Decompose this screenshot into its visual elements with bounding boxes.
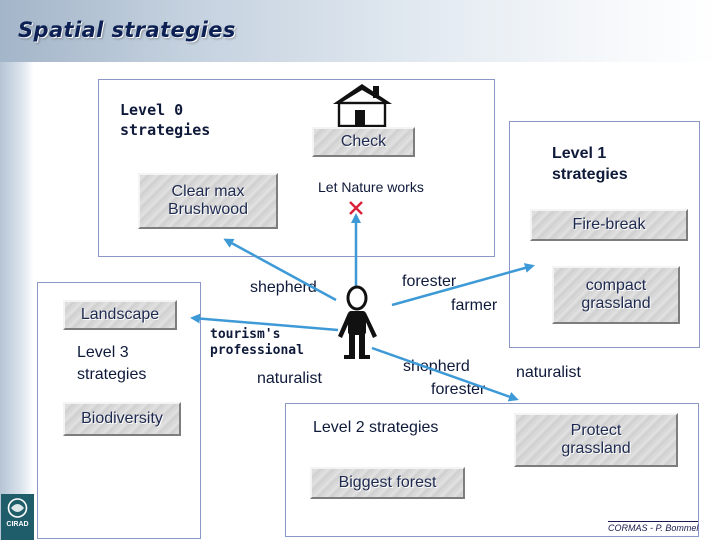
compact-grassland-button[interactable]: compact grassland (552, 266, 680, 324)
shepherd-top-label: shepherd (250, 279, 317, 296)
shepherd-bottom-label: shepherd (403, 358, 470, 375)
left-decor-strip (0, 62, 34, 540)
landscape-button[interactable]: Landscape (63, 300, 177, 330)
fire-break-button[interactable]: Fire-break (530, 209, 688, 241)
level2-frame (285, 403, 699, 537)
level1-frame (509, 121, 700, 348)
biodiversity-button[interactable]: Biodiversity (63, 402, 181, 436)
level1-naturalist-label: naturalist (516, 364, 581, 381)
naturalist-left-label: naturalist (257, 370, 322, 387)
person-icon (338, 285, 377, 359)
logo-emblem-icon (7, 498, 28, 518)
forester-bottom-label: forester (431, 381, 486, 398)
logo-text: CIRAD (6, 521, 29, 528)
level3-frame (37, 282, 201, 539)
protect-grassland-button[interactable]: Protect grassland (514, 413, 678, 467)
level1-label: Level 1 strategies (552, 145, 628, 183)
let-nature-label: Let Nature works (318, 179, 424, 195)
farmer-label: farmer (451, 297, 498, 314)
title-banner (0, 0, 720, 62)
clear-brushwood-button[interactable]: Clear max Brushwood (138, 173, 278, 229)
level3-label: Level 3 strategies (77, 344, 147, 384)
page-title: Spatial strategies (18, 18, 236, 42)
biggest-forest-button[interactable]: Biggest forest (310, 467, 465, 499)
tourism-professional-label: tourism's professional (210, 327, 304, 359)
check-button[interactable]: Check (312, 127, 415, 157)
footer-credit: CORMAS - P. Bommel (608, 521, 699, 533)
cirad-logo: CIRAD (1, 494, 34, 540)
forester-top-label: forester (402, 273, 457, 290)
level2-label: Level 2 strategies (313, 419, 439, 436)
level0-label: Level 0 strategies (120, 101, 211, 139)
